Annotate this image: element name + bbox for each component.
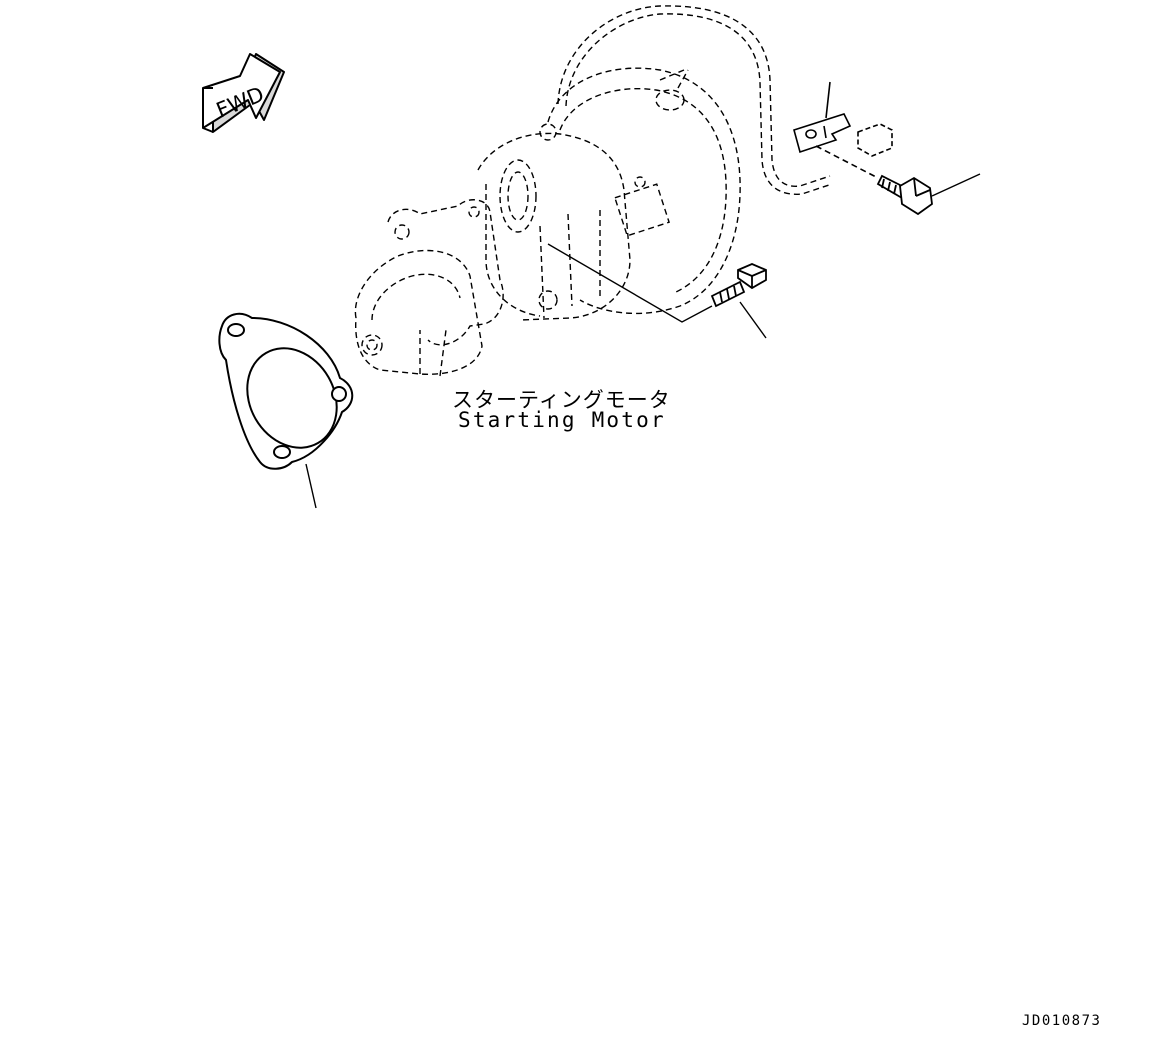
drawing-number: JD010873 (1022, 1013, 1102, 1029)
part-label-english: Starting Motor (458, 408, 666, 432)
clip-icon (793, 81, 893, 179)
fwd-arrow-icon: FWD (202, 53, 285, 133)
bolt-icon (547, 243, 767, 339)
bolt-icon (876, 173, 981, 216)
starting-motor-icon (354, 5, 833, 377)
part-label-japanese: スターティングモータ (452, 388, 671, 412)
gasket-icon (218, 312, 354, 509)
